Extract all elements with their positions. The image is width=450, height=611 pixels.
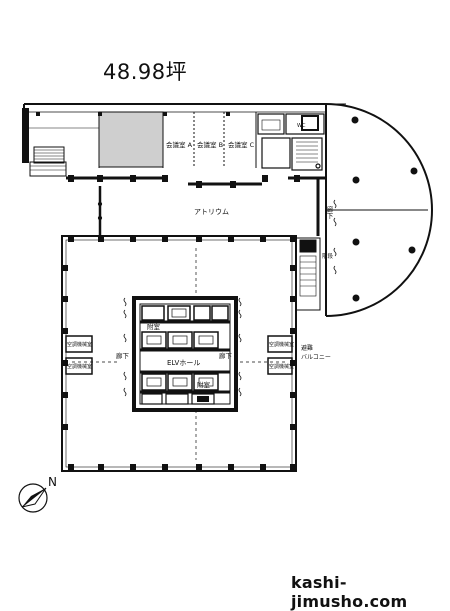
ac-rooms <box>65 335 293 375</box>
east-rotunda <box>325 103 433 317</box>
label-annex-bottom: 附室 <box>197 380 211 389</box>
label-ely-hall: ELVホール <box>167 359 200 367</box>
main-tower-outline <box>61 235 297 472</box>
atrium-walls <box>97 178 327 316</box>
compass-icon <box>18 483 48 513</box>
label-wc: WC <box>297 123 306 129</box>
label-balcony-1: 避難 <box>301 344 313 352</box>
left-wall <box>22 108 29 163</box>
label-ac-room-1: 空調機械室 <box>67 341 92 348</box>
label-balcony-2: バルコニー <box>301 354 331 361</box>
label-stairs: 階段 <box>322 252 334 260</box>
area-title: 48.98坪 <box>103 60 188 84</box>
central-core <box>132 296 238 412</box>
label-meeting-c: 会議室 C <box>228 140 255 149</box>
label-annex-top: 附室 <box>147 322 161 331</box>
columns-rotunda <box>351 116 418 302</box>
label-hall-right: 廊下 <box>219 351 233 360</box>
leasing-unit-highlight <box>98 111 164 168</box>
label-ac-room-4: 空調機械室 <box>269 363 294 370</box>
service-core-upper <box>257 113 325 171</box>
columns-tower <box>62 236 296 470</box>
columns-upper <box>36 112 300 188</box>
label-atrium: アトリウム <box>194 208 229 216</box>
label-ac-room-2: 空調機械室 <box>67 363 92 370</box>
label-meeting-b: 会議室 B <box>197 140 223 149</box>
label-meeting-a: 会議室 A <box>166 140 193 149</box>
label-corridor: 廊下 <box>325 205 333 221</box>
label-ac-room-3: 空調機械室 <box>269 341 294 348</box>
label-hall-left: 廊下 <box>116 351 130 360</box>
site-watermark: kashi-jimusho.com <box>291 573 408 611</box>
compass-label: N <box>48 475 57 489</box>
